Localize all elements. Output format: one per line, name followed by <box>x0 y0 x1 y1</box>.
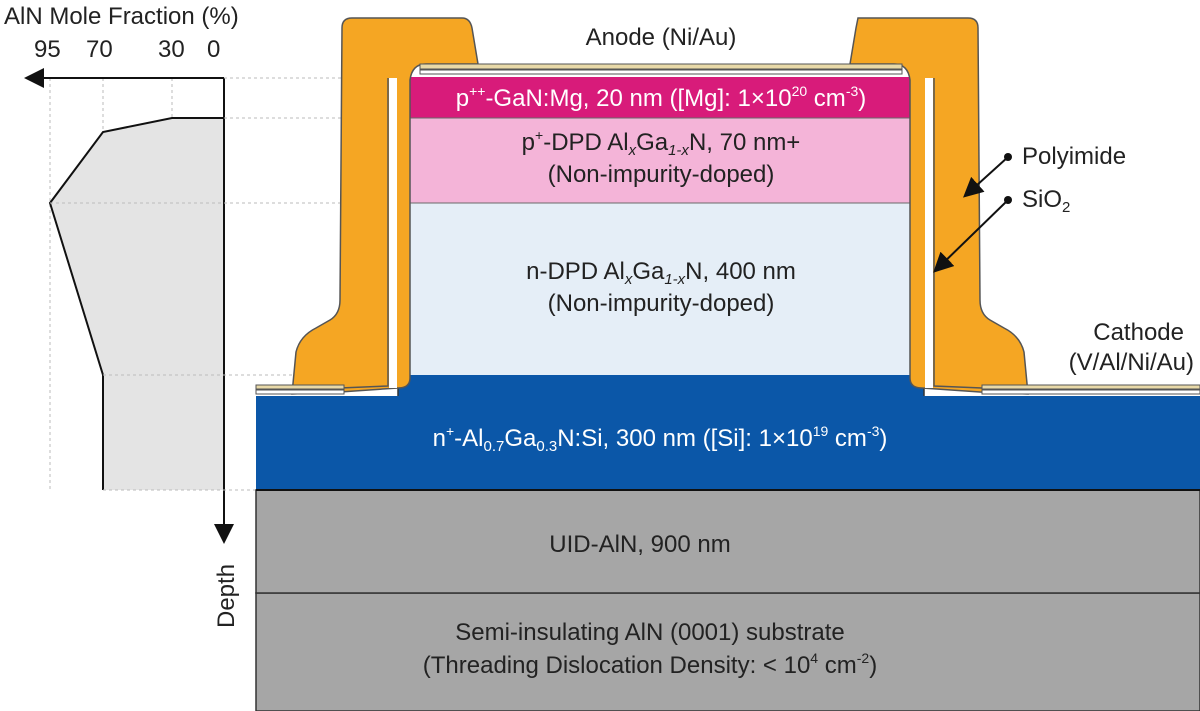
sio2-label: SiO2 <box>1022 186 1070 216</box>
substrate-label-line1: Semi-insulating AlN (0001) substrate <box>455 619 845 646</box>
substrate-label-line2: (Threading Dislocation Density: < 104 cm… <box>423 650 877 679</box>
tick-label-30: 30 <box>158 36 185 63</box>
p-dpd-layer <box>398 118 924 203</box>
sio2-layer <box>339 78 983 389</box>
cathode-label-line1: Cathode <box>1093 319 1184 346</box>
anode-label: Anode (Ni/Au) <box>586 24 737 51</box>
n-dpd-layer <box>398 203 924 375</box>
n-dpd-label-line1: n-DPD AlxGa1-xN, 400 nm <box>526 258 796 288</box>
n-plus-label: n+-Al0.7Ga0.3N:Si, 300 nm ([Si]: 1×1019 … <box>433 423 888 455</box>
cathode-label-line2: (V/Al/Ni/Au) <box>1069 349 1194 376</box>
p-gan-label: p++-GaN:Mg, 20 nm ([Mg]: 1×1020 cm-3) <box>456 83 867 112</box>
n-dpd-label-line2: (Non-impurity-doped) <box>548 290 775 317</box>
cathode-metal-right <box>981 384 1200 395</box>
uid-aln-layer <box>255 489 1200 594</box>
n-dpd-mesa-base <box>398 375 924 396</box>
n-plus-layer <box>256 396 1200 490</box>
cathode-metal-left <box>255 384 345 395</box>
tick-label-0: 0 <box>207 36 220 63</box>
sio2-fill <box>389 78 933 388</box>
anode-metal <box>419 63 903 75</box>
uid-aln-label: UID-AlN, 900 nm <box>549 531 730 558</box>
profile-area <box>50 78 224 490</box>
polyimide-callout-arrow <box>963 153 1012 198</box>
sio2-callout-arrow <box>933 196 1012 273</box>
profile-curve <box>48 117 224 490</box>
p-gan-layer <box>398 77 924 118</box>
polyimide-label: Polyimide <box>1022 143 1126 170</box>
aln-profile-graph: AlN Mole Fraction (%) 95 70 30 0 Depth <box>4 3 398 628</box>
tick-label-95: 95 <box>34 36 61 63</box>
depth-label: Depth <box>213 564 240 628</box>
tick-label-70: 70 <box>86 36 113 63</box>
p-dpd-label-line2: (Non-impurity-doped) <box>548 161 775 188</box>
p-dpd-label-line1: p+-DPD AlxGa1-xN, 70 nm+ <box>522 127 801 159</box>
layer-stack <box>255 77 1200 711</box>
profile-axis-title: AlN Mole Fraction (%) <box>4 3 239 30</box>
